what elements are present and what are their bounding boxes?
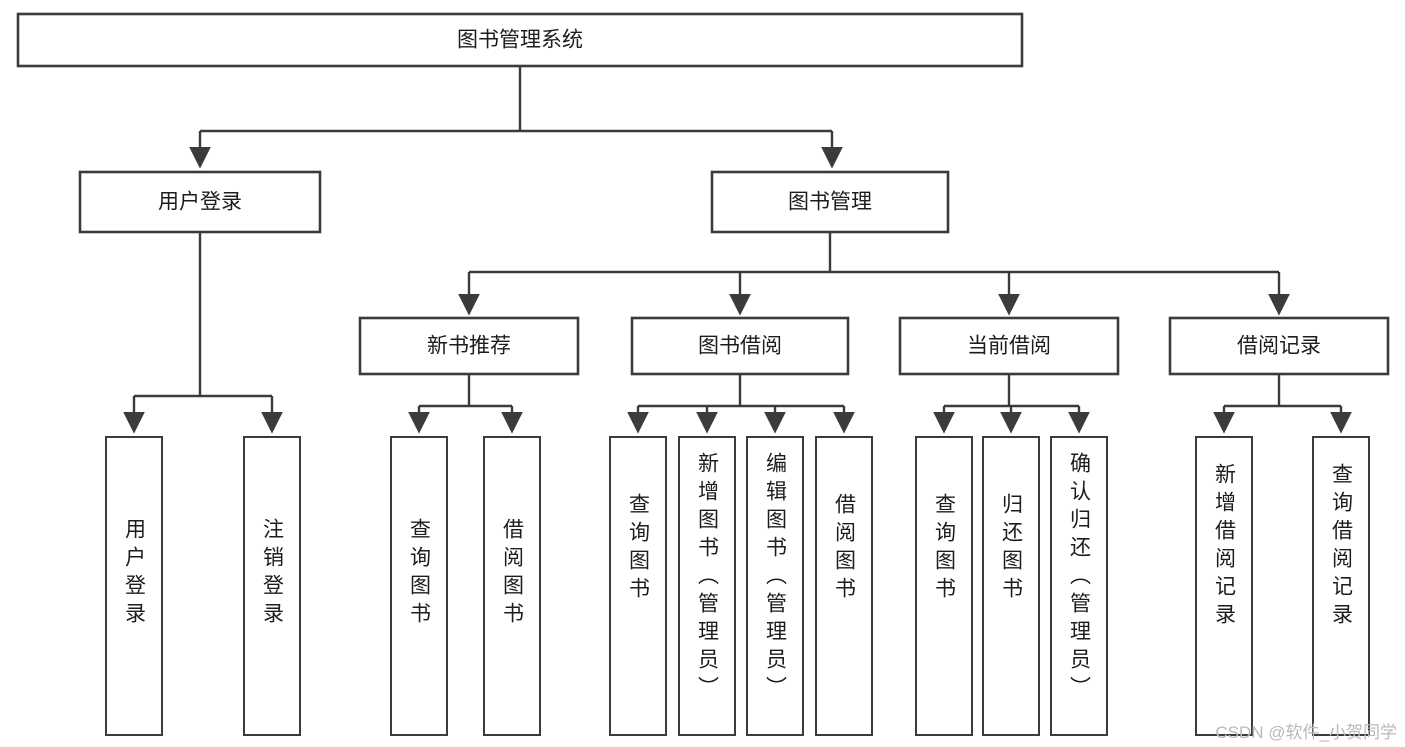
node-leaf-query-book-3[interactable]: 查询图书	[915, 436, 973, 736]
node-new-book-recommend[interactable]: 新书推荐	[358, 316, 580, 376]
node-leaf-query-book-1-label: 查询图书	[407, 518, 431, 630]
node-leaf-edit-book-admin-label: 编辑图书（管理员）	[763, 452, 787, 704]
node-leaf-query-borrow-record-label: 查询借阅记录	[1329, 463, 1353, 631]
node-book-manage[interactable]: 图书管理	[710, 170, 950, 234]
connector-userlogin-to-leaves	[123, 232, 283, 434]
node-book-borrow-label: 图书借阅	[698, 335, 782, 358]
node-user-login[interactable]: 用户登录	[78, 170, 322, 234]
node-leaf-user-login[interactable]: 用户登录	[105, 436, 163, 736]
node-leaf-query-book-2-label: 查询图书	[626, 493, 650, 605]
node-leaf-add-book-admin[interactable]: 新增图书（管理员）	[678, 436, 736, 736]
node-leaf-add-borrow-record-label: 新增借阅记录	[1212, 463, 1236, 631]
node-root-label: 图书管理系统	[457, 29, 583, 52]
node-leaf-return-book[interactable]: 归还图书	[982, 436, 1040, 736]
node-current-borrow[interactable]: 当前借阅	[898, 316, 1120, 376]
node-leaf-query-book-1[interactable]: 查询图书	[390, 436, 448, 736]
node-leaf-logout-login-label: 注销登录	[260, 518, 284, 630]
node-leaf-borrow-book-1[interactable]: 借阅图书	[483, 436, 541, 736]
node-leaf-query-book-3-label: 查询图书	[932, 493, 956, 605]
connector-currentborrow-to-leaves	[933, 374, 1090, 434]
node-leaf-user-login-label: 用户登录	[122, 518, 146, 630]
connector-bookmanage-to-level3	[458, 232, 1290, 316]
node-user-login-label: 用户登录	[158, 191, 242, 214]
node-leaf-borrow-book-1-label: 借阅图书	[500, 518, 524, 630]
connector-borrowrecord-to-leaves	[1213, 374, 1352, 434]
connector-newbook-to-leaves	[408, 374, 523, 434]
node-book-manage-label: 图书管理	[788, 191, 872, 214]
node-current-borrow-label: 当前借阅	[967, 335, 1051, 358]
node-new-book-recommend-label: 新书推荐	[427, 335, 511, 358]
node-leaf-add-borrow-record[interactable]: 新增借阅记录	[1195, 436, 1253, 736]
node-borrow-record[interactable]: 借阅记录	[1168, 316, 1390, 376]
node-leaf-query-borrow-record[interactable]: 查询借阅记录	[1312, 436, 1370, 736]
node-root[interactable]: 图书管理系统	[16, 12, 1024, 68]
node-leaf-edit-book-admin[interactable]: 编辑图书（管理员）	[746, 436, 804, 736]
csdn-watermark: CSDN @软件_小贺同学	[1215, 723, 1397, 742]
node-leaf-query-book-2[interactable]: 查询图书	[609, 436, 667, 736]
node-borrow-record-label: 借阅记录	[1237, 335, 1321, 358]
node-leaf-add-book-admin-label: 新增图书（管理员）	[695, 452, 719, 704]
node-book-borrow[interactable]: 图书借阅	[630, 316, 850, 376]
node-leaf-confirm-return-admin[interactable]: 确认归还（管理员）	[1050, 436, 1108, 736]
connector-bookborrow-to-leaves	[627, 374, 855, 434]
node-leaf-logout-login[interactable]: 注销登录	[243, 436, 301, 736]
node-leaf-confirm-return-admin-label: 确认归还（管理员）	[1067, 452, 1091, 704]
node-leaf-borrow-book-2-label: 借阅图书	[832, 493, 856, 605]
node-leaf-borrow-book-2[interactable]: 借阅图书	[815, 436, 873, 736]
node-leaf-return-book-label: 归还图书	[999, 493, 1023, 605]
connector-root-to-level2	[189, 66, 843, 169]
